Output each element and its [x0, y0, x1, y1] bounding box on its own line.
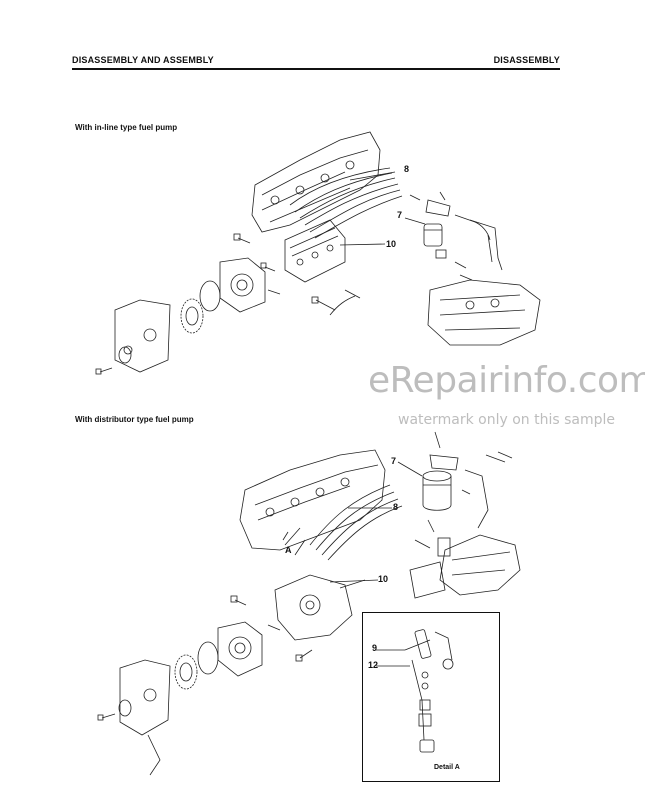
- page-header: DISASSEMBLY AND ASSEMBLY DISASSEMBLY: [72, 54, 560, 70]
- detail-a-frame: [362, 612, 500, 782]
- header-section-title: DISASSEMBLY AND ASSEMBLY: [72, 55, 214, 65]
- callout-8-top: 8: [404, 164, 410, 174]
- watermark-site: eRepairinfo.com: [368, 360, 645, 401]
- callout-7-top: 7: [397, 210, 403, 220]
- caption-distributor-pump: With distributor type fuel pump: [75, 415, 194, 424]
- callout-detail-a-marker: A: [285, 545, 292, 555]
- callout-10-bottom: 10: [378, 574, 389, 584]
- callout-7-bottom: 7: [391, 456, 397, 466]
- callout-9-detail: 9: [372, 643, 378, 653]
- detail-a-label: Detail A: [434, 764, 460, 771]
- header-topic: DISASSEMBLY: [493, 55, 560, 65]
- watermark-note: watermark only on this sample: [398, 412, 616, 428]
- callout-10-top: 10: [386, 239, 397, 249]
- caption-inline-pump: With in-line type fuel pump: [75, 123, 178, 132]
- callout-8-bottom: 8: [393, 502, 399, 512]
- callout-12-detail: 12: [368, 660, 379, 670]
